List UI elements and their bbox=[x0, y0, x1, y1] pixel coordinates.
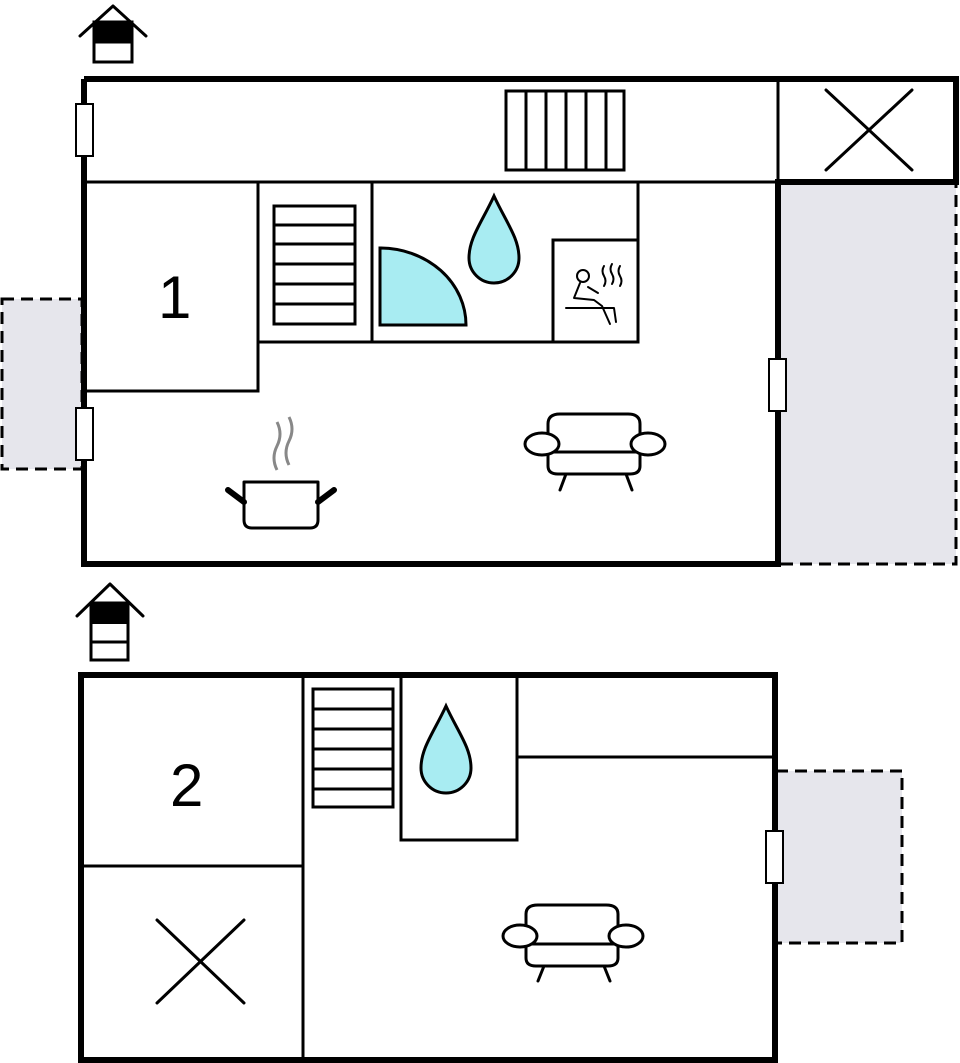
sauna-room bbox=[551, 238, 640, 344]
void-cross-icon bbox=[155, 918, 246, 1005]
sofa-icon bbox=[523, 412, 667, 492]
terrace-east bbox=[776, 181, 958, 566]
door bbox=[75, 103, 94, 157]
stairs-icon bbox=[272, 204, 357, 326]
floor-label: 2 bbox=[170, 752, 203, 819]
stairs-icon bbox=[311, 687, 395, 809]
water-drop-icon bbox=[419, 702, 473, 795]
floor-label: 1 bbox=[158, 264, 191, 331]
house-floor-icon bbox=[75, 582, 145, 662]
sofa-icon bbox=[501, 903, 645, 983]
void-cross-icon bbox=[824, 88, 914, 172]
shower-icon bbox=[378, 246, 468, 327]
floor-2: 2 bbox=[75, 582, 904, 1063]
terrace-west bbox=[0, 297, 84, 471]
terrace-east bbox=[774, 769, 904, 945]
door bbox=[75, 407, 94, 461]
cooking-pot-icon bbox=[225, 416, 337, 530]
door bbox=[765, 830, 784, 884]
water-drop-icon bbox=[467, 192, 521, 285]
stairs-icon bbox=[504, 89, 626, 172]
sauna-icon bbox=[565, 263, 623, 325]
bedroom-wall bbox=[84, 182, 260, 393]
house-floor-icon bbox=[78, 4, 148, 64]
floor-1: 1 bbox=[0, 4, 959, 567]
door bbox=[768, 358, 787, 412]
